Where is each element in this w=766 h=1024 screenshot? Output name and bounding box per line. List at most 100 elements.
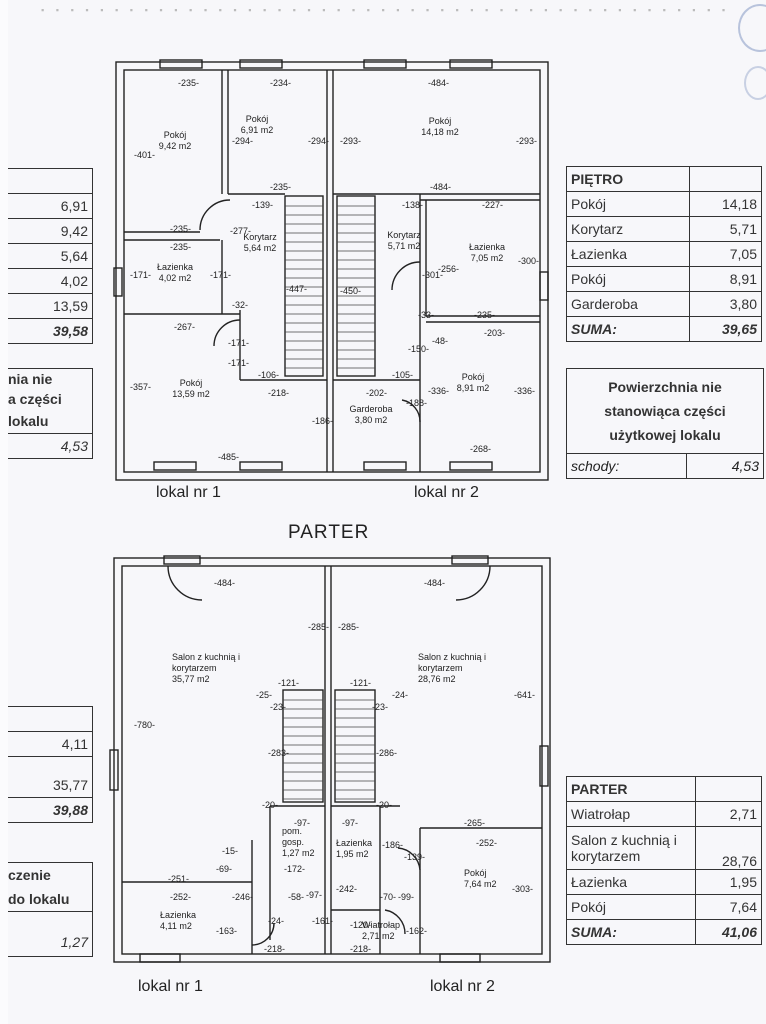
dimension-label: -138- <box>402 200 424 210</box>
dimension-label: -252- <box>170 892 192 902</box>
dimension-label: -641- <box>514 690 536 700</box>
dimension-label: -120- <box>350 920 372 930</box>
non-usable-area-box: Powierzchnia nie stanowiąca części użytk… <box>566 368 764 479</box>
dimension-label: -301- <box>422 270 444 280</box>
dimension-label: -256- <box>438 264 460 274</box>
dimension-label: -171- <box>130 270 152 280</box>
left-cut-note-bottom: czenie do lokalu 1,27 <box>8 862 93 957</box>
dimension-label: -218- <box>264 944 286 954</box>
dimension-label: -780- <box>134 720 156 730</box>
non-usable-area-heading: Powierzchnia nie stanowiąca części użytk… <box>567 369 763 454</box>
lokal-2-bottom-label: lokal nr 2 <box>430 978 495 995</box>
dimension-label: -235- <box>270 182 292 192</box>
dimension-label: -285- <box>308 622 330 632</box>
left-cut-note-top: nia nie a części lokalu 4,53 <box>8 368 93 459</box>
dimension-label: -69- <box>216 864 233 874</box>
dimension-label: -48- <box>432 336 449 346</box>
dimension-label: -447- <box>286 284 308 294</box>
dimension-label: -106- <box>258 370 280 380</box>
dimension-label: -70- <box>380 892 397 902</box>
dimension-label: -24- <box>268 916 285 926</box>
dimension-label: -265- <box>464 818 486 828</box>
dimension-label: -234- <box>270 78 292 88</box>
dimension-label: -33- <box>418 310 435 320</box>
dimension-label: -293- <box>340 136 362 146</box>
dimension-label: -162- <box>406 926 428 936</box>
pietro-table-title: PIĘTRO <box>565 166 691 192</box>
dimension-label: -286- <box>376 748 398 758</box>
dimension-label: -251- <box>168 874 190 884</box>
dimension-label: -23- <box>270 702 287 712</box>
parter-heading: PARTER <box>288 522 370 543</box>
dimension-label: -15- <box>222 846 239 856</box>
dimension-label: -277- <box>230 226 252 236</box>
left-cut-table-bottom: 4,11 35,77 39,88 <box>8 706 93 823</box>
dimension-label: -357- <box>130 382 152 392</box>
dimension-label: -285- <box>338 622 360 632</box>
dimension-label: -105- <box>392 370 414 380</box>
dimension-label: -163- <box>216 926 238 936</box>
sum-row: SUMA:41,06 <box>566 919 762 945</box>
dimension-label: -202- <box>366 388 388 398</box>
dimension-label: -20- <box>262 800 279 810</box>
lokal-1-top-label: lokal nr 1 <box>156 484 221 501</box>
dimension-label: -97- <box>342 818 359 828</box>
dimension-label: -23- <box>372 702 389 712</box>
dimension-label: -294- <box>232 136 254 146</box>
dimension-label: -188- <box>406 398 428 408</box>
dimension-label: -171- <box>210 270 232 280</box>
dimension-label: -218- <box>350 944 372 954</box>
dimension-label: -252- <box>476 838 498 848</box>
dimension-label: -283- <box>268 748 290 758</box>
dimension-label: -20- <box>376 800 393 810</box>
parter-table-title: PARTER <box>566 776 696 802</box>
dimension-label: -218- <box>268 388 290 398</box>
dimension-label: -121- <box>350 678 372 688</box>
dimension-label: -300- <box>518 256 540 266</box>
stairs-label: schody: <box>567 454 687 478</box>
lokal-2-top-label: lokal nr 2 <box>414 484 479 501</box>
dimension-label: -172- <box>284 864 306 874</box>
dimension-label: -235- <box>474 310 496 320</box>
dimension-label: -235- <box>178 78 200 88</box>
dimension-label: -246- <box>232 892 254 902</box>
dimension-label: -303- <box>512 884 534 894</box>
dimension-label: -268- <box>470 444 492 454</box>
dimension-label: -58- <box>288 892 305 902</box>
dimension-label: -121- <box>278 678 300 688</box>
dimension-label: -293- <box>516 136 538 146</box>
dimension-label: -235- <box>170 242 192 252</box>
dimension-label: -186- <box>312 416 334 426</box>
dimension-label: -97- <box>294 818 311 828</box>
dimension-label: -267- <box>174 322 196 332</box>
dimension-label: -484- <box>214 578 236 588</box>
dimension-label: -24- <box>392 690 409 700</box>
sum-row: SUMA:39,65 <box>565 316 762 342</box>
dimension-label: -203- <box>484 328 506 338</box>
scan-header-strip: ▪ ▪ ▪ ▪ ▪ ▪ ▪ ▪ ▪ ▪ ▪ ▪ ▪ ▪ ▪ ▪ ▪ ▪ ▪ ▪ … <box>40 6 729 16</box>
dimension-label: -25- <box>256 690 273 700</box>
dimension-label: -186- <box>382 840 404 850</box>
top-plan-outer-wall <box>115 61 549 481</box>
dimension-label: -484- <box>430 182 452 192</box>
stairs-value: 4,53 <box>731 458 759 474</box>
